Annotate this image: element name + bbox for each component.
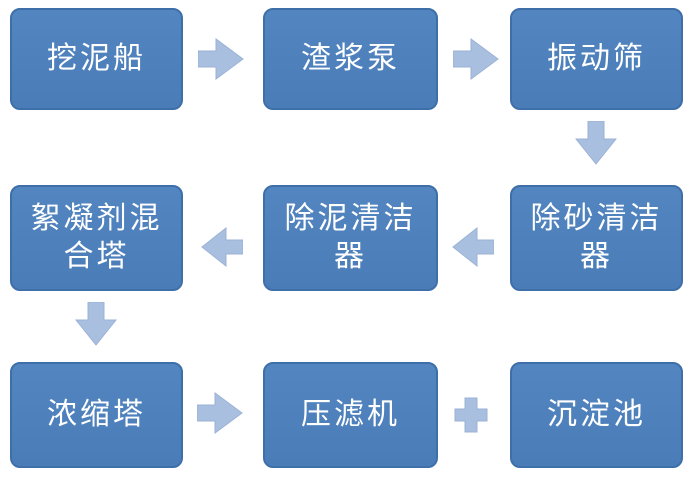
arrow-right-icon xyxy=(453,38,499,80)
node-sand-cleaner: 除砂清洁 器 xyxy=(510,185,683,291)
node-dredger: 挖泥船 xyxy=(10,8,183,110)
plus-icon xyxy=(454,397,488,433)
arrow-left-icon xyxy=(201,227,243,267)
arrow-right-icon xyxy=(197,392,243,434)
arrow-left-icon xyxy=(452,227,494,267)
node-sedimentation-pond-label: 沉淀池 xyxy=(547,398,646,431)
node-sedimentation-pond: 沉淀池 xyxy=(510,362,683,468)
node-mud-cleaner: 除泥清洁 器 xyxy=(263,185,438,291)
arrow-right-icon xyxy=(198,38,244,80)
node-slurry-pump: 渣浆泵 xyxy=(263,8,438,110)
node-flocculant-mixing-tower: 絮凝剂混 合塔 xyxy=(10,185,183,291)
node-flocculant-mixing-tower-label: 絮凝剂混 合塔 xyxy=(30,202,163,273)
node-vibrating-screen-label: 振动筛 xyxy=(547,42,646,75)
node-filter-press: 压滤机 xyxy=(263,362,438,468)
node-filter-press-label: 压滤机 xyxy=(301,398,400,431)
node-thickening-tower: 浓缩塔 xyxy=(10,362,183,468)
arrow-down-icon xyxy=(575,121,617,165)
arrow-down-icon xyxy=(75,302,117,346)
node-mud-cleaner-label: 除泥清洁 器 xyxy=(284,202,417,273)
node-dredger-label: 挖泥船 xyxy=(47,42,146,75)
node-thickening-tower-label: 浓缩塔 xyxy=(47,398,146,431)
node-sand-cleaner-label: 除砂清洁 器 xyxy=(530,202,663,273)
node-slurry-pump-label: 渣浆泵 xyxy=(301,42,400,75)
node-vibrating-screen: 振动筛 xyxy=(510,8,683,110)
